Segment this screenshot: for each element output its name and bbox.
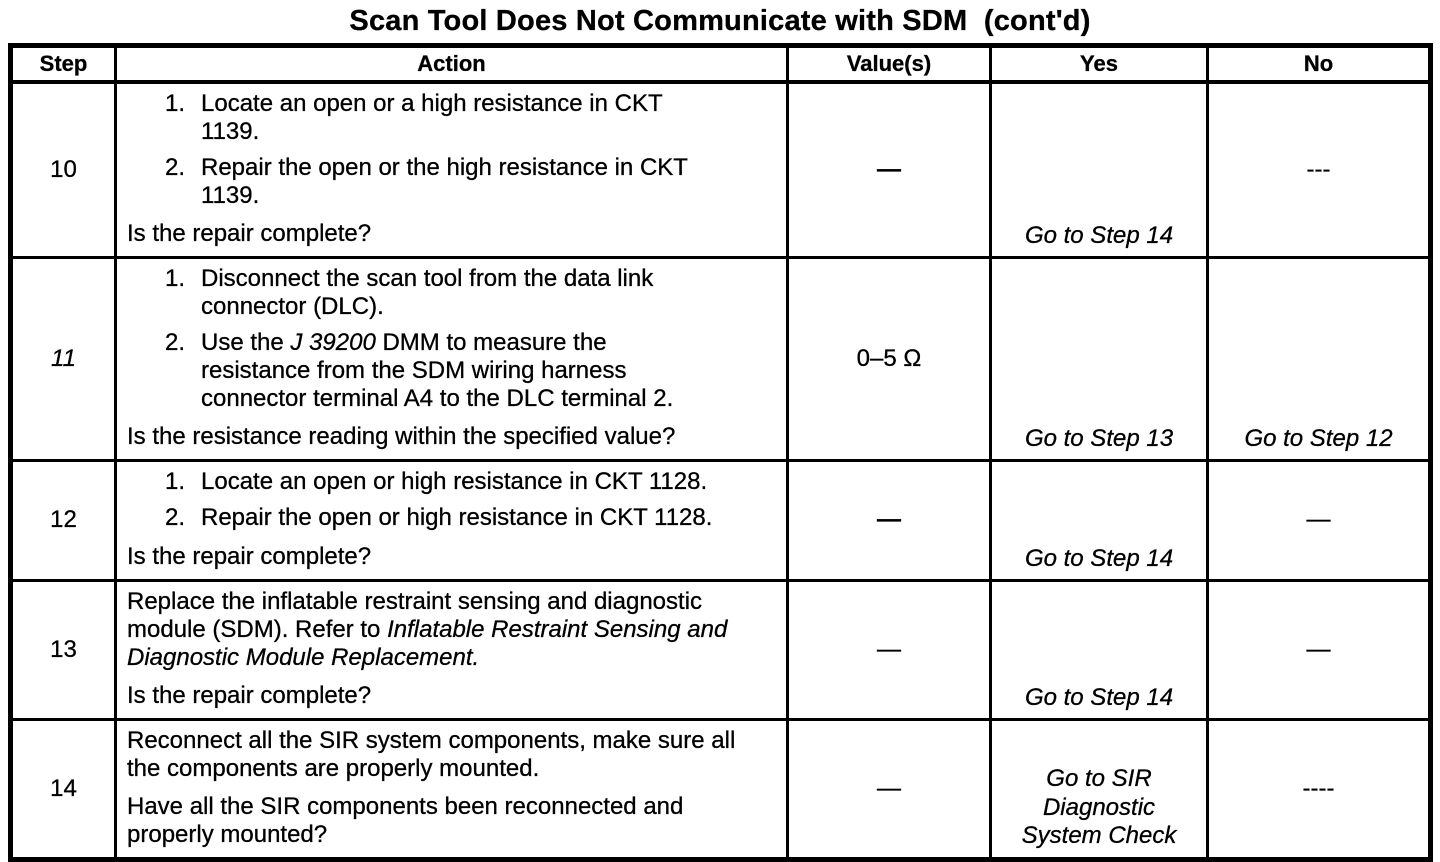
dash-placeholder: — bbox=[877, 635, 901, 663]
dash-placeholder: --- bbox=[1306, 155, 1331, 183]
yes-cell: Go to Step 14 bbox=[989, 80, 1209, 259]
action-item: 2. Repair the open or high resistance in… bbox=[165, 504, 778, 532]
action-cell: Replace the inflatable restraint sensing… bbox=[114, 578, 789, 721]
action-paragraph: Reconnect all the SIR system components,… bbox=[127, 726, 736, 782]
table-row-step-10: 10 1. Locate an open or a high resistanc… bbox=[9, 80, 1432, 259]
action-item: 1. Disconnect the scan tool from the dat… bbox=[165, 265, 778, 321]
dash-placeholder: — bbox=[877, 506, 901, 534]
item-number: 1. bbox=[165, 264, 186, 292]
action-cell: Reconnect all the SIR system components,… bbox=[114, 717, 789, 862]
action-paragraph: Replace the inflatable restraint sensing… bbox=[127, 587, 757, 672]
action-cell: 1. Locate an open or high resistance in … bbox=[114, 459, 789, 582]
no-cell: ---- bbox=[1206, 717, 1432, 862]
yes-cell: Go to Step 14 bbox=[989, 459, 1209, 582]
step-cell: 14 bbox=[9, 717, 117, 862]
item-number: 1. bbox=[165, 468, 186, 496]
tool-reference: J 39200 bbox=[290, 329, 376, 357]
table-row-step-12: 12 1. Locate an open or high resistance … bbox=[9, 459, 1432, 582]
table-row-step-11: 11 1. Disconnect the scan tool from the … bbox=[9, 255, 1432, 463]
value-cell: — bbox=[786, 717, 992, 862]
item-text: Locate an open or a high resistance in C… bbox=[201, 89, 663, 145]
item-text-segment: Use the bbox=[201, 329, 291, 357]
action-item: 2. Repair the open or the high resistanc… bbox=[165, 154, 778, 210]
item-text: Locate an open or high resistance in CKT… bbox=[201, 468, 708, 496]
dash-placeholder: ---- bbox=[1302, 775, 1335, 803]
item-text-segment: DMM to measure the resistance from the S… bbox=[201, 329, 674, 413]
diagnostic-table: Step Action Value(s) Yes No 10 1. Locate… bbox=[8, 43, 1433, 862]
action-question: Is the repair complete? bbox=[127, 219, 372, 247]
no-cell: — bbox=[1206, 459, 1432, 582]
no-cell: Go to Step 12 bbox=[1206, 255, 1432, 463]
yes-cell: Go to Step 14 bbox=[989, 578, 1209, 721]
item-number: 1. bbox=[165, 89, 186, 117]
goto-reference: Go to Step 14 bbox=[1024, 544, 1174, 572]
action-question: Is the repair complete? bbox=[127, 542, 372, 570]
action-item: 1. Locate an open or a high resistance i… bbox=[165, 89, 778, 146]
action-cell: 1. Disconnect the scan tool from the dat… bbox=[114, 255, 789, 463]
item-number: 2. bbox=[165, 153, 186, 181]
goto-reference: Go to Step 14 bbox=[1024, 221, 1174, 249]
action-list: 1. Disconnect the scan tool from the dat… bbox=[127, 265, 778, 413]
item-text: Repair the open or high resistance in CK… bbox=[201, 504, 713, 532]
no-cell: — bbox=[1206, 578, 1432, 721]
dash-placeholder: — bbox=[1306, 506, 1331, 534]
item-number: 2. bbox=[165, 329, 186, 357]
dash-placeholder: — bbox=[1306, 635, 1331, 663]
value-cell: 0–5 Ω bbox=[786, 255, 992, 463]
goto-reference: Go to Step 13 bbox=[1024, 425, 1174, 453]
item-number: 2. bbox=[165, 504, 186, 532]
procedure-reference: Inflatable Restraint Sensing and Diagnos… bbox=[127, 615, 728, 671]
dash-placeholder: — bbox=[877, 155, 901, 183]
item-text: Repair the open or the high resistance i… bbox=[201, 153, 688, 209]
action-list: 1. Locate an open or a high resistance i… bbox=[127, 89, 778, 210]
step-cell: 13 bbox=[9, 578, 117, 721]
action-cell: 1. Locate an open or a high resistance i… bbox=[114, 80, 789, 259]
action-list: 1. Locate an open or high resistance in … bbox=[127, 468, 778, 532]
goto-reference: Go to Step 12 bbox=[1244, 425, 1393, 453]
table-header-row: Step Action Value(s) Yes No bbox=[9, 44, 1432, 84]
page-title: Scan Tool Does Not Communicate with SDM … bbox=[349, 5, 1091, 37]
action-question: Is the repair complete? bbox=[127, 681, 372, 709]
item-text: Disconnect the scan tool from the data l… bbox=[201, 264, 654, 320]
value-cell: — bbox=[786, 459, 992, 582]
col-header-action: Action bbox=[114, 44, 789, 84]
item-text: Use the J 39200 DMM to measure the resis… bbox=[201, 329, 716, 413]
service-manual-page: Scan Tool Does Not Communicate with SDM … bbox=[8, 5, 1433, 862]
dash-placeholder: — bbox=[877, 775, 901, 803]
action-item: 2. Use the J 39200 DMM to measure the re… bbox=[165, 329, 778, 413]
col-header-yes: Yes bbox=[989, 44, 1209, 84]
col-header-no: No bbox=[1206, 44, 1432, 84]
yes-cell: Go to SIR Diagnostic System Check bbox=[989, 717, 1209, 862]
goto-reference: Go to SIR Diagnostic System Check bbox=[1019, 765, 1179, 857]
yes-cell: Go to Step 13 bbox=[989, 255, 1209, 463]
action-question: Have all the SIR components been reconne… bbox=[127, 793, 684, 849]
value-cell: — bbox=[786, 578, 992, 721]
value-range: 0–5 Ω bbox=[856, 345, 922, 373]
step-cell: 10 bbox=[9, 80, 117, 259]
step-cell: 11 bbox=[9, 255, 117, 463]
col-header-value: Value(s) bbox=[786, 44, 992, 84]
col-header-step: Step bbox=[9, 44, 117, 84]
no-cell: --- bbox=[1206, 80, 1432, 259]
goto-prefix: Go to bbox=[1046, 764, 1112, 792]
action-item: 1. Locate an open or high resistance in … bbox=[165, 468, 778, 496]
paragraph-text: Replace the inflatable restraint sensing… bbox=[127, 587, 703, 643]
action-question: Is the resistance reading within the spe… bbox=[127, 423, 676, 451]
table-row-step-13: 13 Replace the inflatable restraint sens… bbox=[9, 578, 1432, 721]
table-row-step-14: 14 Reconnect all the SIR system componen… bbox=[9, 717, 1432, 862]
value-cell: — bbox=[786, 80, 992, 259]
goto-reference: Go to Step 14 bbox=[1024, 683, 1174, 711]
step-cell: 12 bbox=[9, 459, 117, 582]
